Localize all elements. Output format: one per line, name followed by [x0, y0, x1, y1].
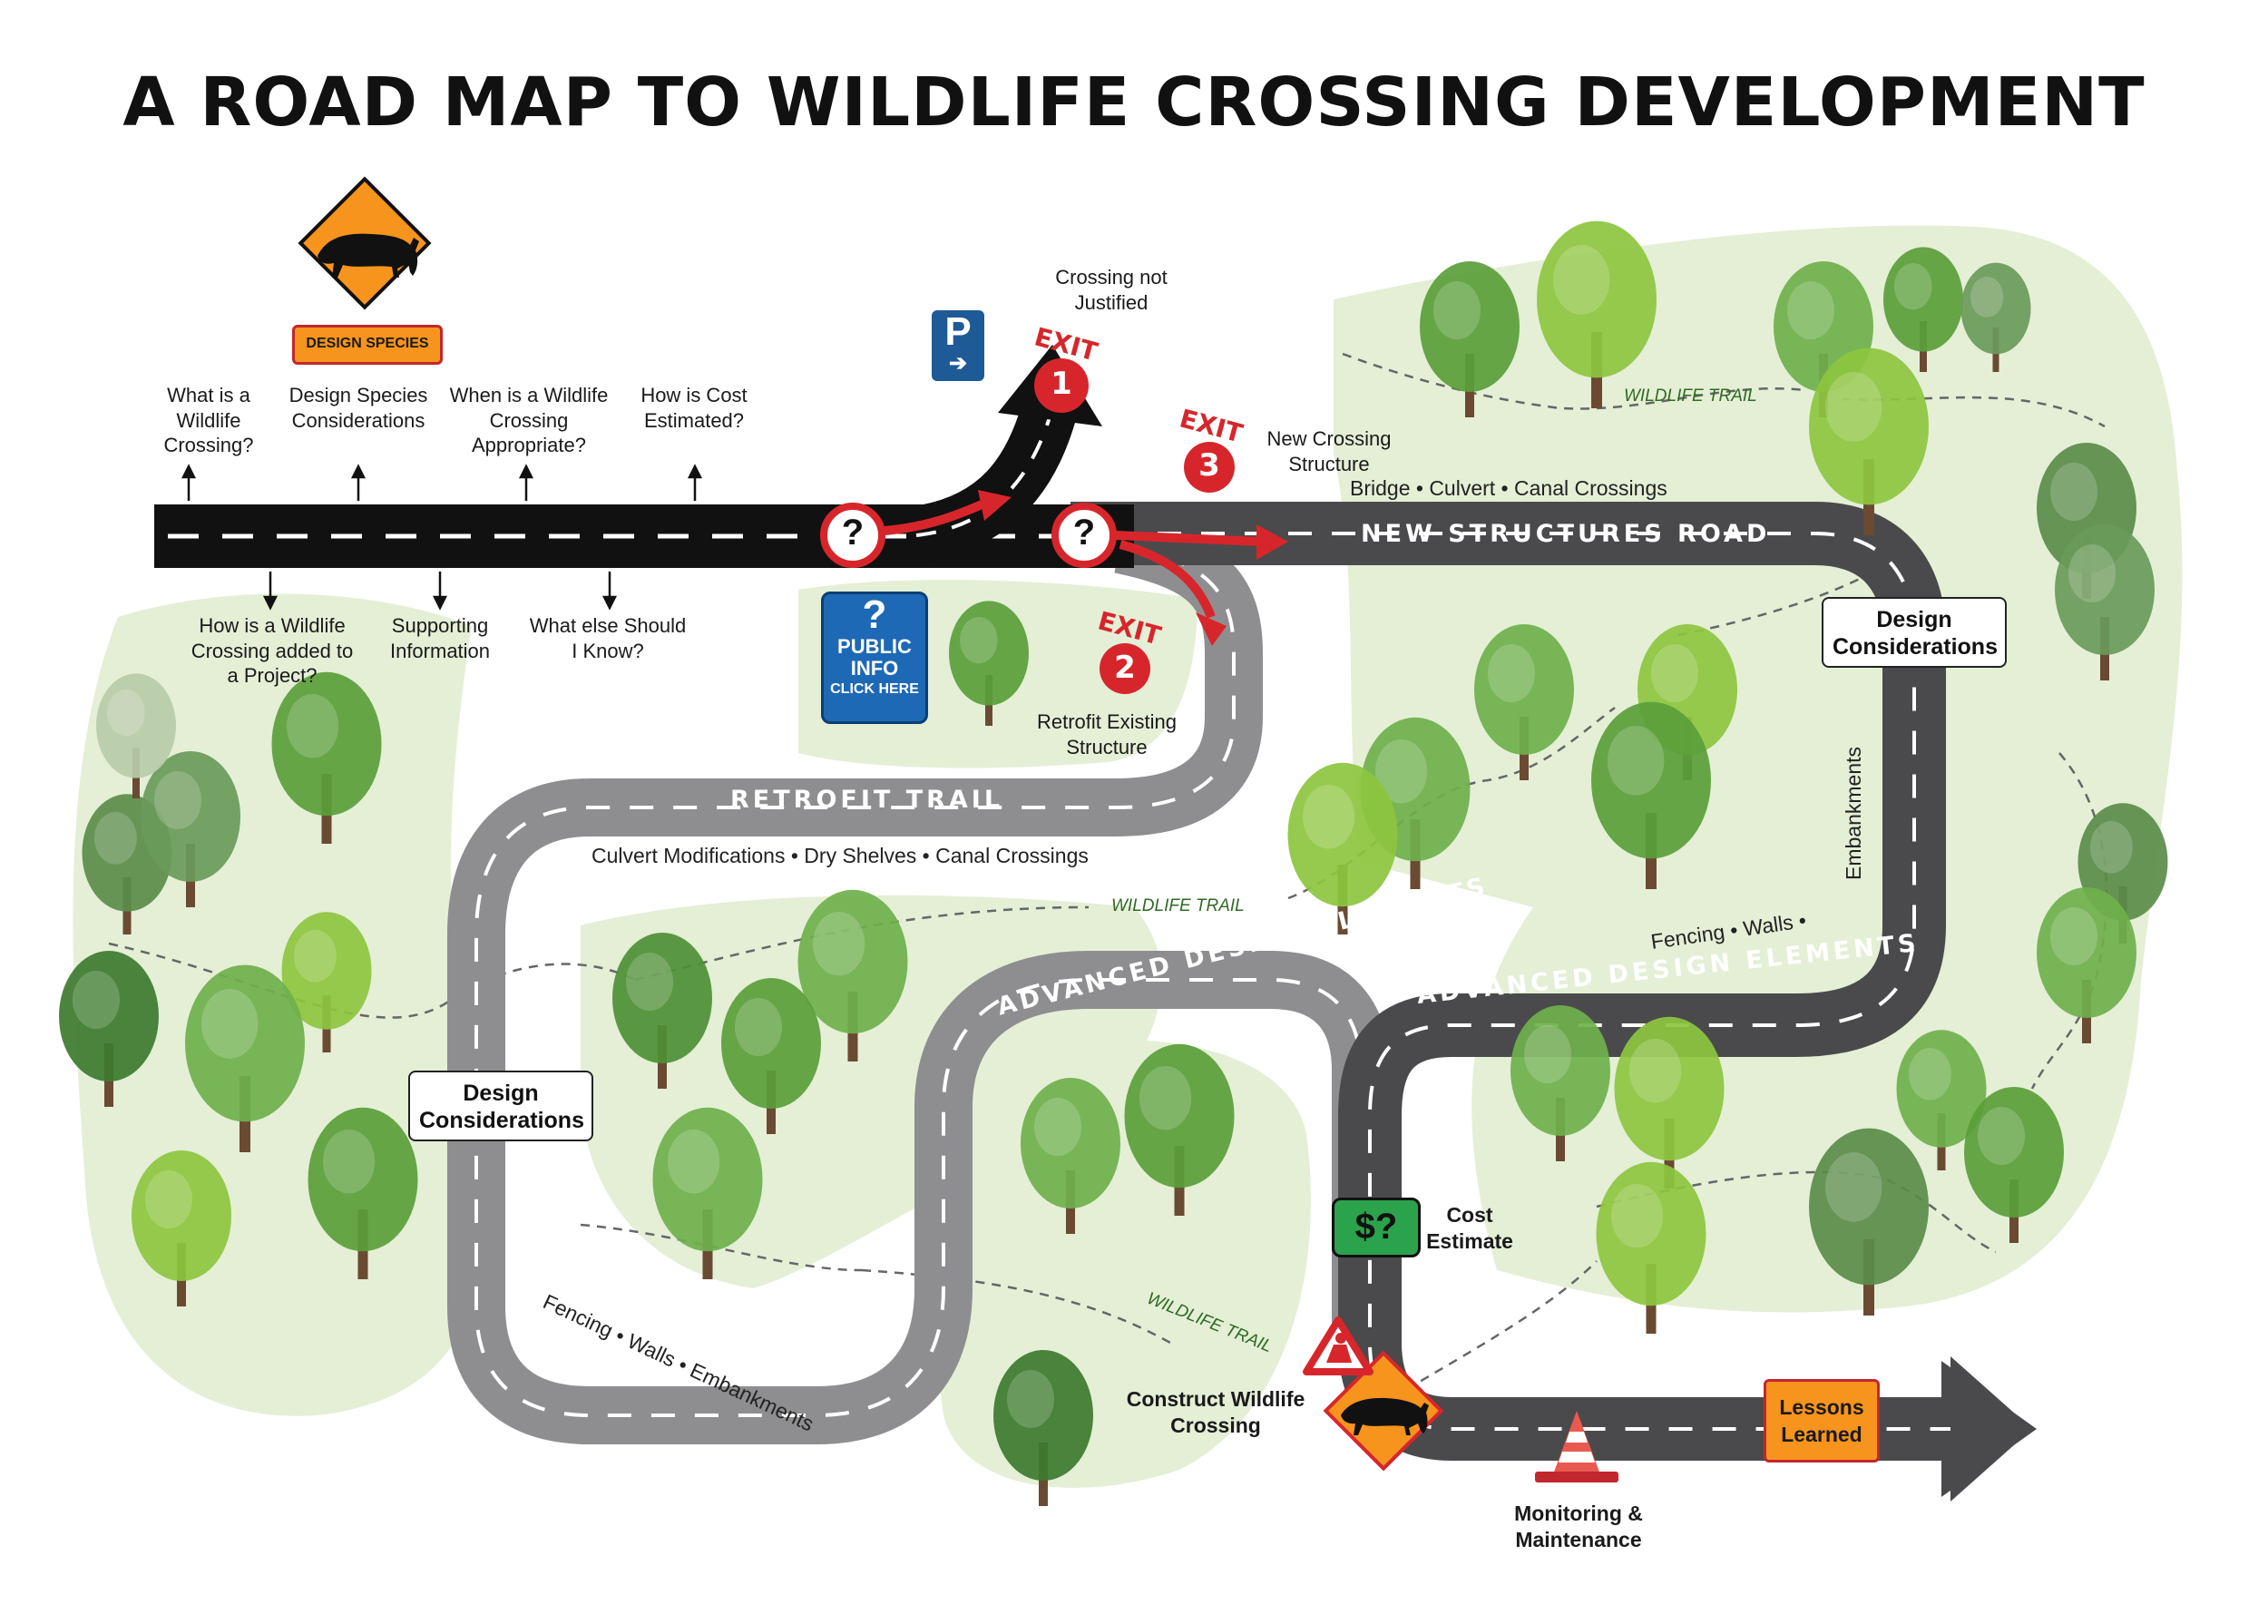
design-considerations-left[interactable]: Design Considerations: [408, 1071, 593, 1141]
parking-arrow-icon: ➔: [948, 351, 968, 376]
construction-sign: [1303, 1316, 1374, 1375]
exit3-number[interactable]: 3: [1198, 447, 1220, 484]
parking-letter: P: [944, 309, 972, 354]
cost-estimate-label[interactable]: Cost Estimate: [1426, 1203, 1513, 1253]
public-info-line2: INFO: [850, 657, 899, 680]
tree: [132, 1150, 231, 1306]
parking-sign[interactable]: P ➔: [932, 310, 984, 381]
question-supporting-info[interactable]: Supporting Information: [389, 614, 491, 662]
tree: [721, 978, 821, 1134]
public-info-line1: PUBLIC: [837, 635, 912, 658]
question-pointers: [181, 464, 703, 611]
tree: [1510, 1005, 1610, 1161]
lessons-learned-button[interactable]: Lessons Learned: [1764, 1379, 1880, 1463]
tree: [281, 912, 372, 1052]
tree: [993, 1350, 1093, 1506]
question-what-else[interactable]: What else Should I Know?: [529, 614, 687, 662]
tree: [2055, 524, 2155, 680]
tree: [1021, 1078, 1120, 1234]
question-when-appropriate[interactable]: When is a Wildlife Crossing Appropriate?: [449, 384, 609, 456]
tree: [1896, 1030, 1987, 1170]
construct-label[interactable]: Construct Wildlife Crossing: [1126, 1387, 1305, 1437]
exit2-number[interactable]: 2: [1114, 650, 1136, 686]
tree: [271, 671, 382, 844]
red-arrowheads: [978, 490, 1288, 646]
tree: [1883, 247, 1963, 372]
tree: [141, 751, 240, 907]
red-arrows: [884, 499, 1262, 619]
tree: [1591, 701, 1711, 889]
wildlife-trail-label-2: WILDLIFE TRAIL: [1111, 896, 1245, 915]
tree: [1124, 1043, 1235, 1216]
exit1-caption: Crossing not Justified: [1055, 266, 1168, 314]
design-considerations-right[interactable]: Design Considerations: [1822, 597, 2007, 668]
design-species-badge[interactable]: DESIGN SPECIES: [292, 325, 443, 365]
tree: [308, 1107, 418, 1279]
exit2-circle: [1100, 643, 1150, 694]
exit1-circle: [1034, 358, 1089, 413]
exit2-caption: Retrofit Existing Structure: [1036, 710, 1178, 758]
tree: [59, 951, 159, 1107]
tree: [797, 889, 908, 1061]
tree: [96, 673, 176, 798]
question-how-added[interactable]: How is a Wildlife Crossing added to a Pr…: [191, 614, 354, 687]
tree: [652, 1107, 763, 1279]
tree: [1960, 262, 2031, 372]
exit3-caption: New Crossing Structure: [1266, 427, 1392, 475]
question-cost-estimated[interactable]: How is Cost Estimated?: [640, 384, 748, 432]
tagline-retrofit: Culvert Modifications • Dry Shelves • Ca…: [591, 844, 1089, 867]
decision-marker-1: [820, 503, 885, 568]
wildlife-trail-label-1: WILDLIFE TRAIL: [1624, 386, 1757, 406]
page-title: A ROAD MAP TO WILDLIFE CROSSING DEVELOPM…: [122, 64, 2146, 142]
main-road: [154, 345, 1134, 568]
traffic-cone: [1535, 1411, 1618, 1482]
retrofit-road: [447, 515, 1390, 1444]
tree: [2037, 887, 2136, 1043]
road-label-retrofit: RETROFIT TRAIL: [730, 786, 1004, 814]
tree: [949, 601, 1029, 726]
tree: [1287, 762, 1398, 934]
trees: [59, 220, 2168, 1506]
tree: [1537, 220, 1657, 408]
question-what-is-crossing[interactable]: What is a Wildlife Crossing?: [163, 384, 254, 456]
public-info-question-icon: ?: [862, 592, 887, 637]
tree: [1964, 1087, 2064, 1243]
decision-marker-2: [1051, 503, 1117, 568]
public-info-line3: CLICK HERE: [830, 681, 919, 697]
exit3-circle: [1184, 442, 1235, 493]
tree: [1420, 261, 1520, 417]
wildlife-trail-lines: [108, 352, 2108, 1408]
tagline-new-structures: Bridge • Culvert • Canal Crossings: [1350, 476, 1667, 500]
decision-mark-1[interactable]: ?: [841, 513, 865, 553]
exit1-number[interactable]: 1: [1051, 366, 1072, 402]
cost-sign[interactable]: $?: [1332, 1198, 1421, 1257]
question-design-species[interactable]: Design Species Considerations: [288, 384, 428, 432]
design-species-sign: [298, 176, 432, 310]
decision-mark-2[interactable]: ?: [1072, 513, 1096, 553]
tree: [1614, 1016, 1725, 1189]
public-info-button[interactable]: ? PUBLIC INFO CLICK HERE: [821, 592, 928, 724]
road-label-new-structures: NEW STRUCTURES ROAD: [1361, 520, 1771, 548]
construct-puma-sign: [1323, 1350, 1444, 1472]
tree: [1596, 1161, 1706, 1334]
tree: [612, 933, 712, 1089]
tagline-fence-right-b: Embankments: [1842, 746, 1865, 880]
tree: [1809, 347, 1929, 535]
tree: [1809, 1128, 1929, 1316]
tree: [185, 964, 305, 1152]
tree: [1474, 624, 1574, 780]
monitoring-label[interactable]: Monitoring & Maintenance: [1514, 1502, 1643, 1551]
